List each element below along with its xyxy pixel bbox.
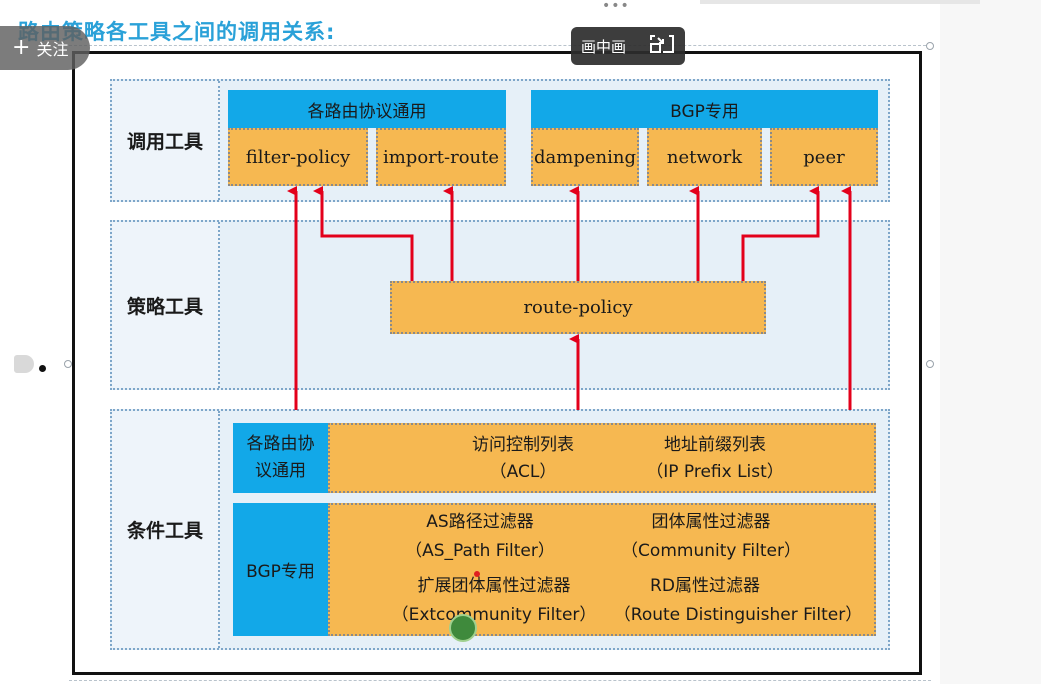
resize-handle[interactable] — [64, 360, 72, 368]
top-bar — [700, 0, 980, 4]
community-line1: 团体属性过滤器 — [651, 512, 771, 532]
extcommunity-line2: （Extcommunity Filter） — [391, 605, 597, 625]
route-policy-box: route-policy — [390, 281, 766, 334]
pip-label: 画中画 — [581, 37, 627, 56]
community-line2: （Community Filter） — [621, 541, 801, 561]
common-group-header: 各路由协议通用 — [228, 90, 506, 128]
call-tools-label: 调用工具 — [112, 81, 220, 200]
diagram-frame — [72, 51, 922, 675]
condition-tools-label: 条件工具 — [112, 411, 220, 648]
bgp-group-header: BGP专用 — [531, 90, 878, 128]
selection-top-edge — [69, 45, 931, 46]
condition-common-label-line2: 议通用 — [255, 461, 306, 481]
condition-common-label: 各路由协 议通用 — [233, 423, 328, 493]
policy-tools-label: 策略工具 — [112, 222, 220, 388]
condition-common-label-line1: 各路由协 — [246, 434, 315, 454]
as-path-line1: AS路径过滤器 — [426, 512, 534, 532]
bullet-dot — [39, 365, 46, 372]
more-dots-icon[interactable]: ••• — [602, 0, 630, 14]
rd-line2: （Route Distinguisher Filter） — [613, 605, 863, 625]
move-cursor-icon — [449, 614, 477, 642]
acl-line2: （ACL） — [489, 462, 557, 482]
arrow-rp-to-filter-policy — [313, 186, 414, 281]
laser-pointer-dot — [474, 571, 480, 577]
condition-common-panel: 访问控制列表 （ACL） 地址前缀列表 （IP Prefix List） — [328, 423, 876, 493]
resize-handle[interactable] — [926, 42, 934, 50]
condition-bgp-label: BGP专用 — [233, 503, 328, 636]
rd-line1: RD属性过滤器 — [650, 576, 760, 596]
bookmark-icon[interactable] — [14, 355, 34, 373]
arrow-rp-to-peer — [741, 186, 820, 281]
follow-label: 关注 — [36, 40, 69, 59]
condition-bgp-panel: AS路径过滤器 （AS_Path Filter） 团体属性过滤器 （Commun… — [328, 503, 876, 636]
acl-line1: 访问控制列表 — [472, 435, 574, 455]
resize-handle[interactable] — [926, 360, 934, 368]
import-route-box: import-route — [376, 128, 506, 186]
prefix-line2: （IP Prefix List） — [646, 462, 784, 482]
selection-bottom-edge — [69, 680, 931, 681]
network-box: network — [647, 128, 762, 186]
picture-in-picture-button[interactable]: 画中画 — [571, 27, 685, 65]
filter-policy-box: filter-policy — [228, 128, 368, 186]
peer-box: peer — [770, 128, 878, 186]
plus-icon: + — [12, 35, 31, 60]
prefix-line1: 地址前缀列表 — [664, 435, 766, 455]
right-panel — [940, 0, 1041, 684]
follow-button[interactable]: + 关注 — [0, 26, 90, 70]
as-path-line2: （AS_Path Filter） — [405, 541, 555, 561]
dampening-box: dampening — [531, 128, 639, 186]
extcommunity-line1: 扩展团体属性过滤器 — [417, 576, 571, 596]
pip-icon — [649, 34, 675, 58]
